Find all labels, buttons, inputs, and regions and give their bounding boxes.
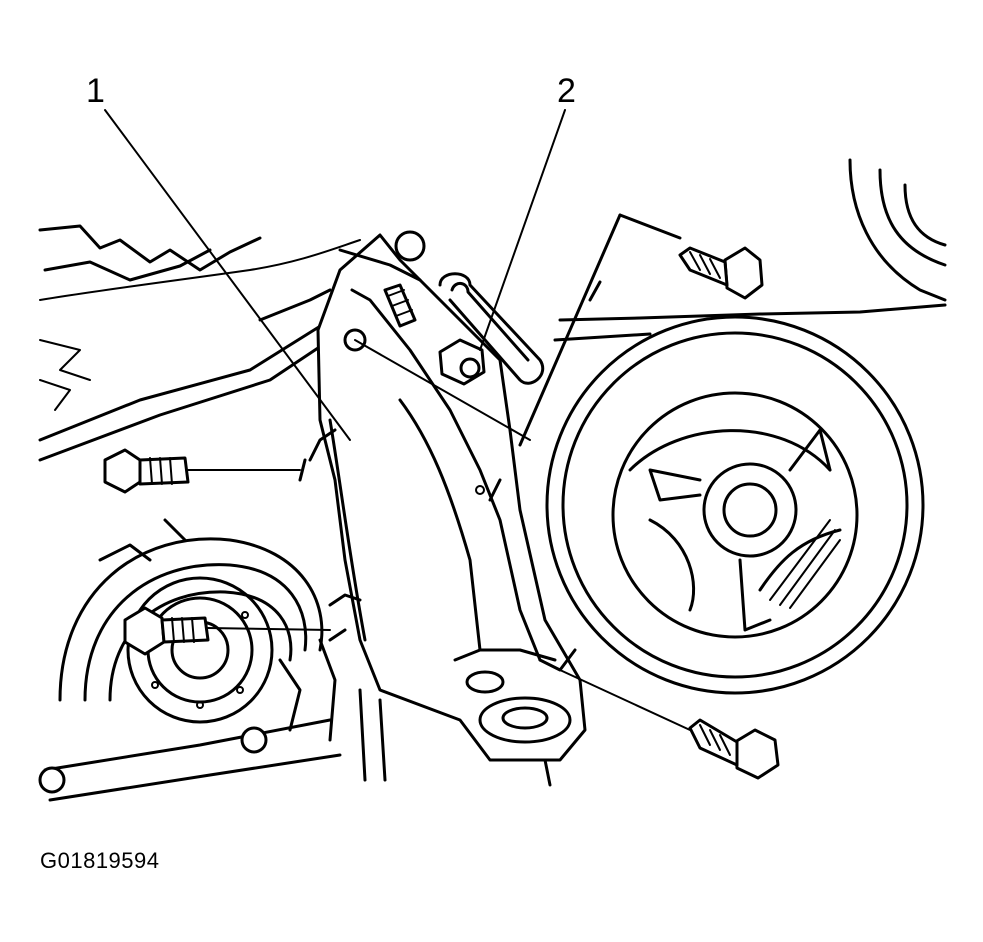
leader-line-2 — [479, 109, 566, 351]
crankcase-upper-right — [518, 158, 947, 447]
leader-line-1 — [104, 109, 351, 441]
bolt-lower-left — [123, 606, 331, 656]
mount-stud-and-nut — [383, 272, 544, 386]
leader-line-stud — [354, 339, 531, 441]
bolt-left-middle — [103, 448, 301, 494]
crankshaft-pulley — [545, 315, 925, 695]
figure-id-label: G01819594 — [40, 848, 160, 873]
bolt-upper-right — [678, 246, 764, 300]
engine-mount-bracket — [298, 233, 587, 787]
bolt-lower-right — [559, 669, 780, 780]
callout-number-2: 2 — [557, 72, 576, 110]
water-pump-pulley — [38, 518, 342, 802]
callout-number-1: 1 — [86, 72, 105, 110]
